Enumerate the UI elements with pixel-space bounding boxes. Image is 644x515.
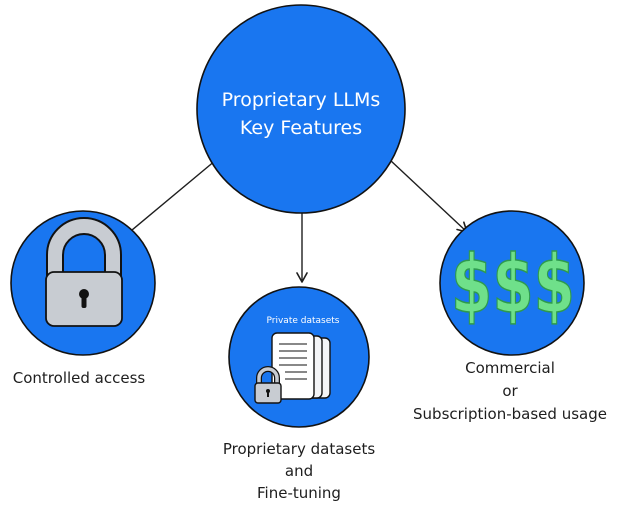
center-node: Proprietary LLMs Key Features [196,4,406,214]
proprietary-datasets-node: Private datasets Proprietary datasets an… [223,286,375,502]
arrow-to-controlled-access [119,159,217,241]
commercial-label-line2: or [502,382,518,400]
proprietary-datasets-label-line1: Proprietary datasets [223,440,375,458]
controlled-access-label: Controlled access [13,369,146,387]
commercial-label-line3: Subscription-based usage [413,405,607,423]
lock-icon [45,217,123,327]
proprietary-datasets-label-line2: and [285,462,313,480]
center-title-line2: Key Features [240,117,362,139]
dollar-signs-icon: $$$ [451,238,575,331]
commercial-label-line1: Commercial [465,359,555,377]
controlled-access-node: Controlled access [10,210,156,387]
commercial-usage-node: $$$ Commercial or Subscription-based usa… [413,210,607,423]
private-datasets-caption: Private datasets [267,316,340,326]
center-title-line1: Proprietary LLMs [222,89,381,111]
proprietary-datasets-label-line3: Fine-tuning [257,484,341,502]
documents-with-lock-icon [254,332,331,404]
arrow-to-commercial-usage [389,159,468,233]
